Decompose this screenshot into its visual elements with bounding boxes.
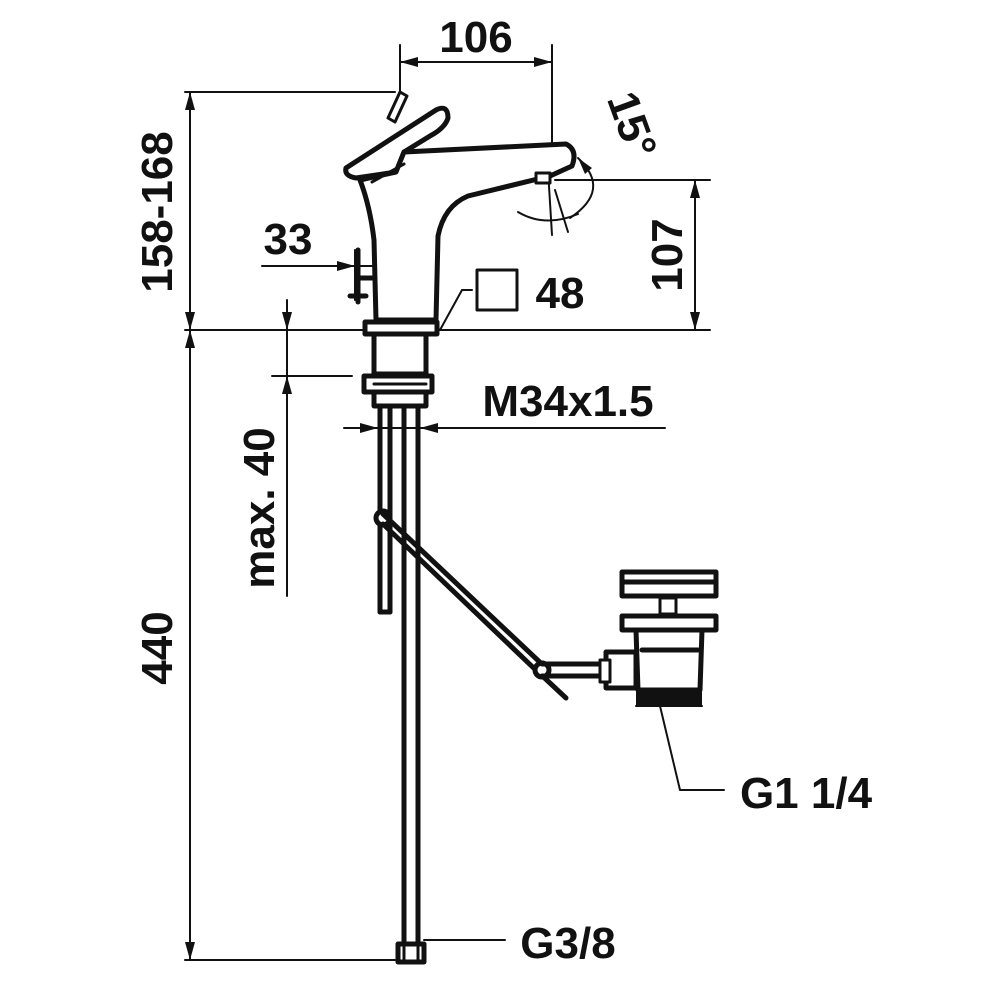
dimension-hose-length: 440 [133,329,396,961]
hoses [373,403,609,965]
waste-tail [636,688,702,706]
label-hose-length: 440 [133,611,182,684]
dimension-max-thickness: max. 40 [235,299,353,597]
label-base-square: 48 [536,269,585,318]
label-waste-thread-group: G1 1/4 [659,705,873,818]
lever-tip [386,90,409,124]
popup-waste [598,569,719,707]
label-waste-thread: G1 1/4 [740,769,873,818]
label-base-offset: 33 [264,215,313,264]
dimension-spout-height: 107 [554,179,711,331]
label-spout-reach: 106 [439,13,512,62]
label-base-square-group: 48 [439,268,585,331]
lever-handle [343,105,451,181]
label-thread: M34x1.5 [482,377,653,426]
spout [357,141,577,323]
dimension-height-range: 158-168 [133,91,711,331]
label-hose-thread: G3/8 [520,919,615,968]
label-spout-height: 107 [643,218,692,291]
label-max-thickness: max. 40 [235,427,284,588]
label-hose-thread-group: G3/8 [423,919,616,968]
faucet-body [343,90,577,409]
dimension-spout-reach: 106 [399,13,553,143]
label-height-range: 158-168 [133,131,182,292]
label-angle: 15° [597,85,666,164]
dimension-thread: M34x1.5 [343,377,666,433]
shank [371,331,429,377]
hose-fitting [395,941,427,965]
